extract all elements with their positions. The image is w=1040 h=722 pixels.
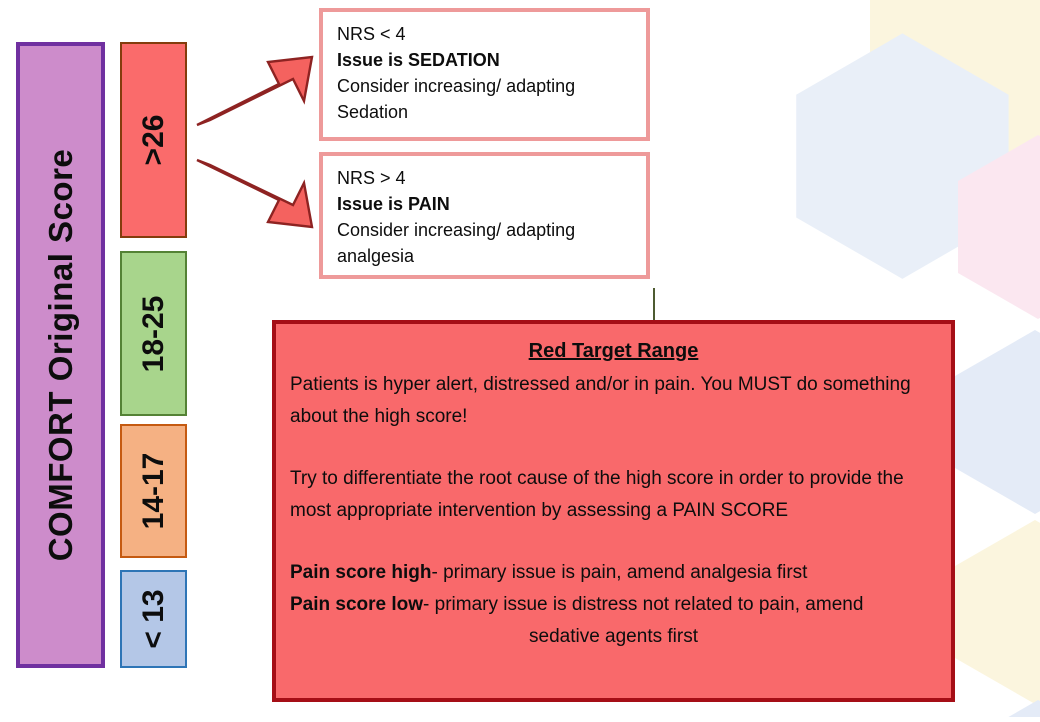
arrow-to-pain xyxy=(196,158,314,229)
hexagon-yellow-top2 xyxy=(958,0,1040,174)
red-target-range-title: Red Target Range xyxy=(528,340,699,362)
hexagon-blue-mid xyxy=(955,330,1040,514)
hexagon-yellow-top xyxy=(870,0,1030,124)
nrs-box1-line4: Sedation xyxy=(337,102,409,122)
connector-line xyxy=(653,288,655,320)
nrs-box2-line1: NRS > 4 xyxy=(337,168,406,188)
band-under-13[interactable]: < 13 xyxy=(120,570,187,668)
nrs-box2-line2: Issue is PAIN xyxy=(337,194,450,214)
paragraph-spacer xyxy=(290,433,937,463)
pain-score-low-line: Pain score low- primary issue is distres… xyxy=(290,589,937,621)
pain-score-low-line-2: sedative agents first xyxy=(529,626,698,647)
band-18-25-label: 18-25 xyxy=(136,295,170,372)
band-under-13-label: < 13 xyxy=(136,589,170,649)
arrow-to-sedation xyxy=(196,55,314,127)
nrs-box1-line2: Issue is SEDATION xyxy=(337,50,500,70)
paragraph-spacer-2 xyxy=(290,527,937,557)
nrs-greater-than-4-box[interactable]: NRS > 4 Issue is PAIN Consider increasin… xyxy=(319,152,650,279)
nrs-less-than-4-box[interactable]: NRS < 4 Issue is SEDATION Consider incre… xyxy=(319,8,650,141)
nrs-box1-line3: Consider increasing/ adapting xyxy=(337,76,576,96)
red-panel-paragraph-2: Try to differentiate the root cause of t… xyxy=(290,468,904,521)
pain-score-high-line: Pain score high- primary issue is pain, … xyxy=(290,557,937,589)
band-18-25[interactable]: 18-25 xyxy=(120,251,187,416)
pain-score-high-text: - primary issue is pain, amend analgesia… xyxy=(431,562,808,583)
nrs-box2-line3: Consider increasing/ adapting xyxy=(337,220,576,240)
red-target-range-panel[interactable]: Red Target Range Patients is hyper alert… xyxy=(272,320,955,702)
hexagon-yellow-bottom xyxy=(955,520,1040,704)
nrs-box2-line4: analgesia xyxy=(337,246,415,266)
hexagon-pink xyxy=(958,135,1040,319)
hexagon-blue-main xyxy=(796,33,1009,279)
pain-score-high-label: Pain score high xyxy=(290,562,432,583)
band-14-17-label: 14-17 xyxy=(136,452,170,530)
comfort-score-axis-label: COMFORT Original Score xyxy=(16,42,105,668)
band-14-17[interactable]: 14-17 xyxy=(120,424,187,558)
axis-label-text: COMFORT Original Score xyxy=(41,148,79,562)
nrs-box1-line1: NRS < 4 xyxy=(337,24,406,44)
hexagon-blue-bottom xyxy=(999,700,1040,722)
red-panel-paragraph-1: Patients is hyper alert, distressed and/… xyxy=(290,374,911,427)
band-over-26-label: >26 xyxy=(136,114,170,166)
band-over-26[interactable]: >26 xyxy=(120,42,187,238)
pain-score-low-label: Pain score low xyxy=(290,594,424,615)
pain-score-low-text: - primary issue is distress not related … xyxy=(423,594,864,615)
